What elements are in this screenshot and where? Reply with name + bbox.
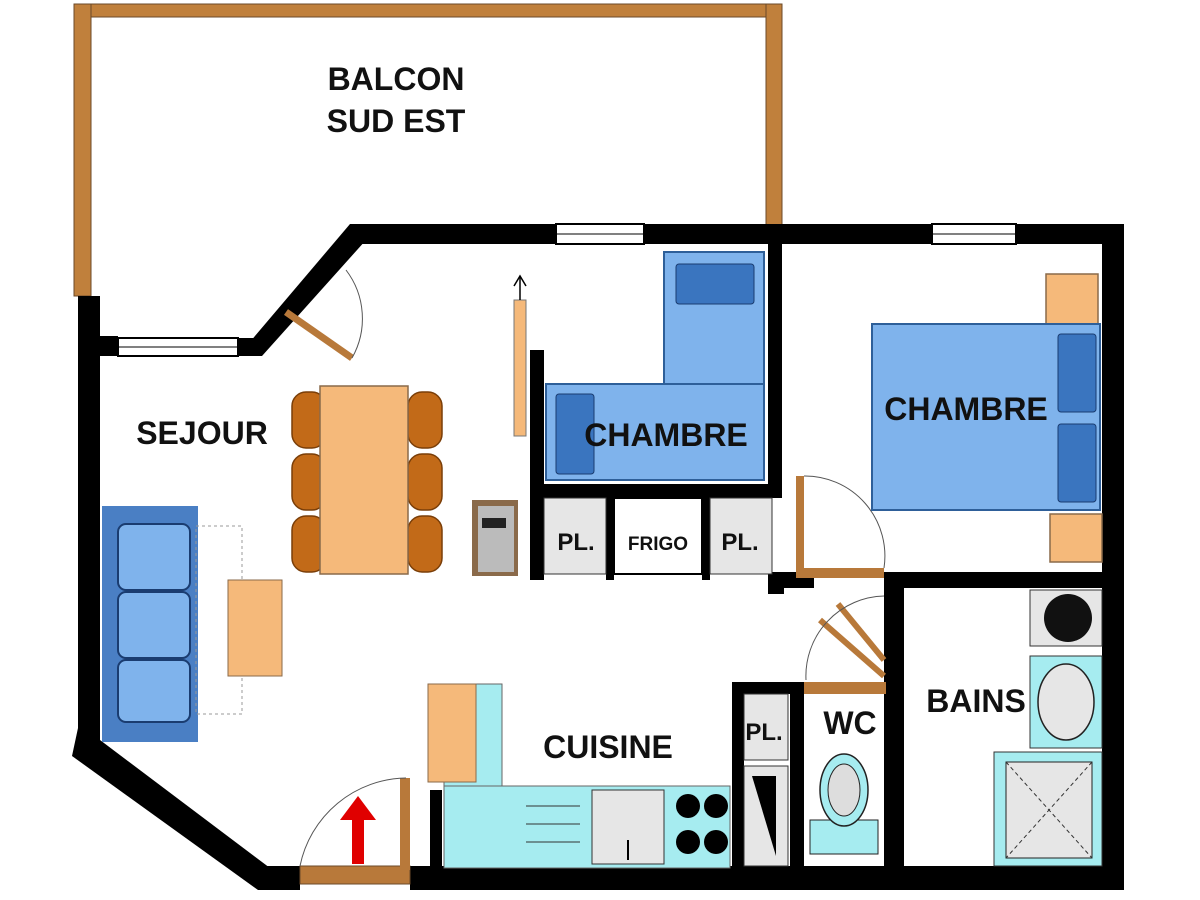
label-balcony-line2: SUD EST bbox=[327, 103, 466, 139]
label-wc: WC bbox=[823, 705, 876, 741]
room-labels: BALCON SUD EST SEJOUR CHAMBRE CHAMBRE CU… bbox=[136, 61, 1048, 765]
closet-right bbox=[709, 497, 773, 575]
washbasin bbox=[1029, 655, 1103, 749]
label-living: SEJOUR bbox=[136, 415, 268, 451]
balcony-railing bbox=[73, 3, 783, 297]
label-balcony-line1: BALCON bbox=[328, 61, 465, 97]
label-closet-kitchen: PL. bbox=[745, 719, 782, 746]
label-closet-right: PL. bbox=[721, 529, 758, 556]
label-kitchen: CUISINE bbox=[543, 729, 673, 765]
label-closet-left: PL. bbox=[557, 529, 594, 556]
safe-cabinet bbox=[472, 500, 518, 576]
closet-kitchen bbox=[743, 693, 789, 867]
kitchen-cabinet bbox=[427, 683, 477, 783]
closet-left bbox=[543, 497, 607, 575]
label-bedroom-large: CHAMBRE bbox=[884, 391, 1048, 427]
sofa bbox=[102, 506, 283, 742]
nightstands bbox=[1045, 273, 1103, 563]
bed-small-horizontal bbox=[545, 383, 765, 481]
double-bed bbox=[871, 323, 1101, 511]
cooktop bbox=[676, 794, 728, 854]
dining-set bbox=[291, 385, 443, 575]
fridge bbox=[613, 497, 703, 575]
washing-machine bbox=[1029, 589, 1103, 647]
exterior-walls bbox=[72, 224, 1124, 890]
entrance-arrow bbox=[340, 796, 376, 864]
label-fridge: FRIGO bbox=[628, 534, 688, 555]
shower bbox=[993, 751, 1103, 867]
doors bbox=[283, 269, 887, 885]
windows bbox=[117, 223, 1017, 357]
fixture-labels: PL. FRIGO PL. PL. bbox=[557, 529, 782, 746]
toilet bbox=[809, 753, 879, 855]
label-bedroom-small: CHAMBRE bbox=[584, 417, 748, 453]
interior-walls bbox=[430, 240, 1102, 870]
label-bathroom: BAINS bbox=[926, 683, 1026, 719]
